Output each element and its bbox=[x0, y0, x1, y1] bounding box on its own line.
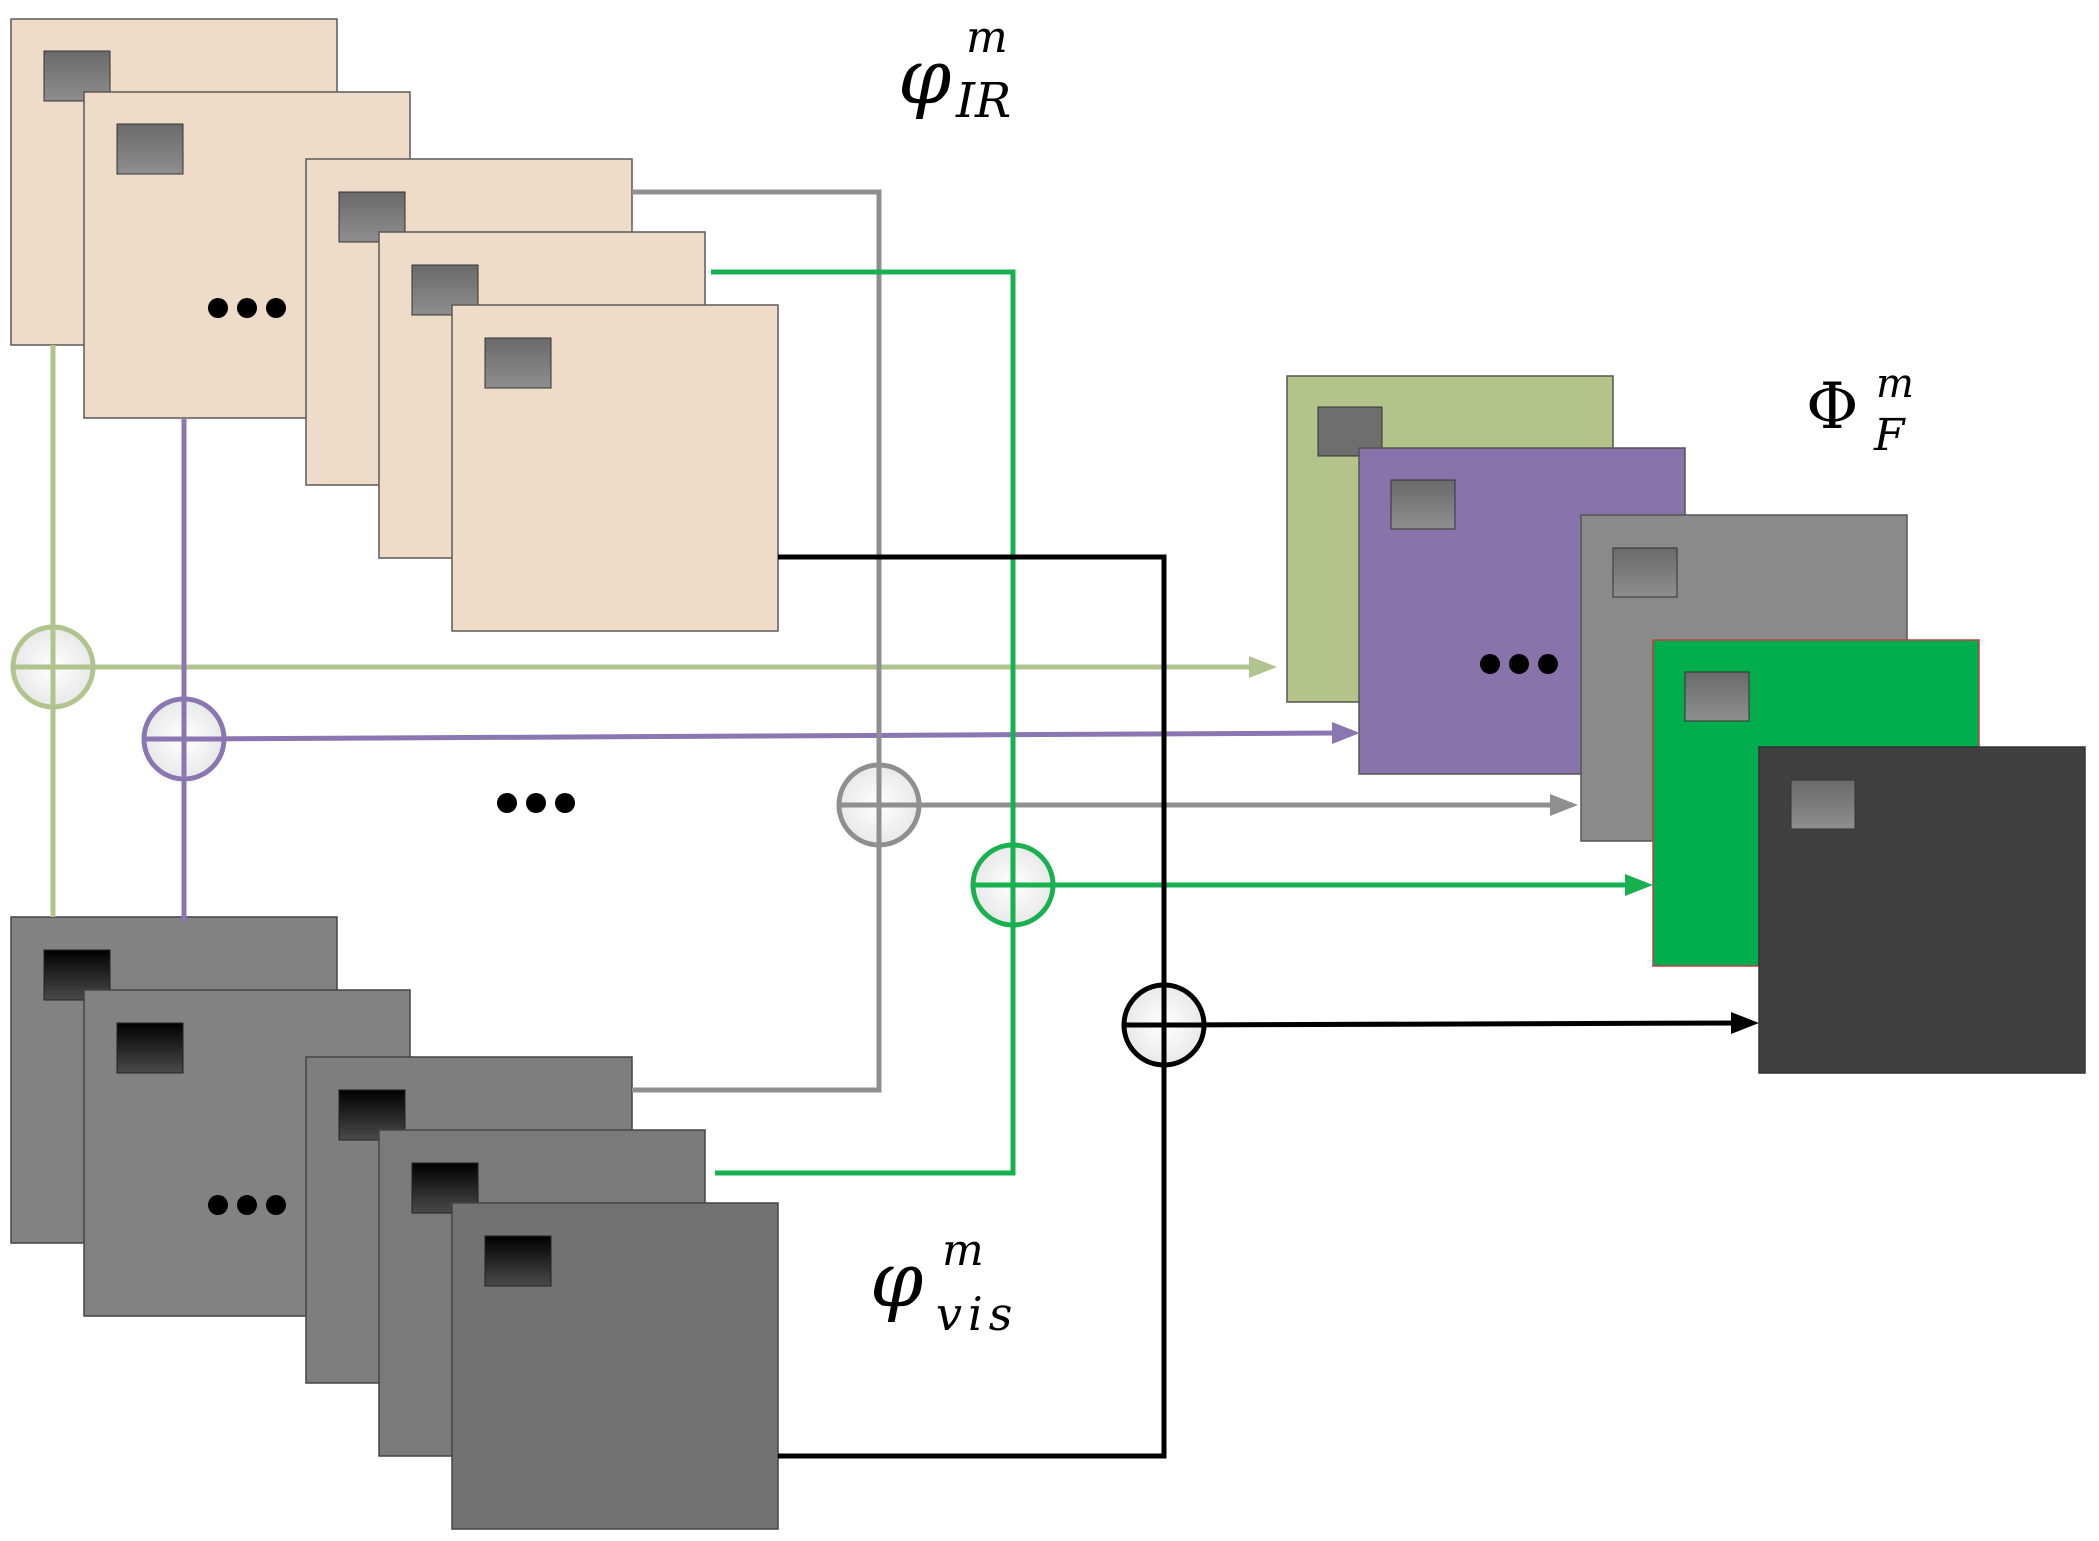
vis-map-2-patch bbox=[116, 1022, 184, 1074]
ir-ellipsis-icon bbox=[208, 298, 286, 318]
fused-label: Φ m F bbox=[1806, 361, 1914, 461]
vis-label-sub: vis bbox=[936, 1287, 1018, 1341]
fused-ellipsis-icon bbox=[1480, 654, 1558, 674]
vis-label: φ m vis bbox=[870, 1225, 1018, 1341]
black-arrowhead-icon bbox=[1731, 1012, 1759, 1034]
ir-label: φ m IR bbox=[898, 12, 1011, 129]
ir-label-sub: IR bbox=[955, 73, 1011, 129]
olive-arrowhead-icon bbox=[1249, 656, 1277, 678]
green-path-line bbox=[711, 269, 1016, 1176]
fused-feature-stack bbox=[1286, 375, 2086, 1074]
black-horizontal-line bbox=[1163, 1020, 1741, 1028]
ir-label-sup: m bbox=[966, 12, 1008, 63]
gray-adder-icon bbox=[836, 762, 922, 848]
ir-label-base: φ bbox=[898, 32, 951, 121]
ir-map-2-patch bbox=[116, 123, 184, 175]
ir-map-5-patch bbox=[484, 337, 552, 389]
gray-path-line bbox=[632, 189, 882, 1093]
arrowheads bbox=[1249, 656, 1759, 1034]
middle-ellipsis-icon bbox=[497, 793, 575, 813]
fused-map-3-patch bbox=[1612, 547, 1678, 598]
ir-feature-stack bbox=[10, 18, 779, 632]
olive-adder-icon bbox=[10, 624, 96, 710]
purple-arrowhead-icon bbox=[1332, 722, 1360, 744]
black-adder-icon bbox=[1121, 982, 1207, 1068]
vis-label-sup: m bbox=[942, 1225, 984, 1276]
green-adder-icon bbox=[970, 842, 1056, 928]
purple-adder-icon bbox=[141, 696, 227, 782]
gray-arrowhead-icon bbox=[1550, 794, 1578, 816]
purple-horizontal-line bbox=[183, 730, 1339, 742]
fused-map-5-patch bbox=[1790, 779, 1856, 830]
vis-map-5-patch bbox=[484, 1235, 552, 1287]
fused-map-4-patch bbox=[1684, 671, 1750, 722]
green-arrowhead-icon bbox=[1625, 874, 1653, 896]
connection-lines bbox=[50, 189, 1741, 1459]
vis-feature-stack bbox=[10, 916, 779, 1530]
vis-label-base: φ bbox=[870, 1235, 923, 1324]
vis-ellipsis-icon bbox=[208, 1195, 286, 1215]
fused-label-sub: F bbox=[1873, 410, 1906, 461]
fused-label-sup: m bbox=[1876, 361, 1914, 407]
fused-map-2-patch bbox=[1390, 479, 1456, 530]
fused-label-base: Φ bbox=[1806, 370, 1858, 444]
